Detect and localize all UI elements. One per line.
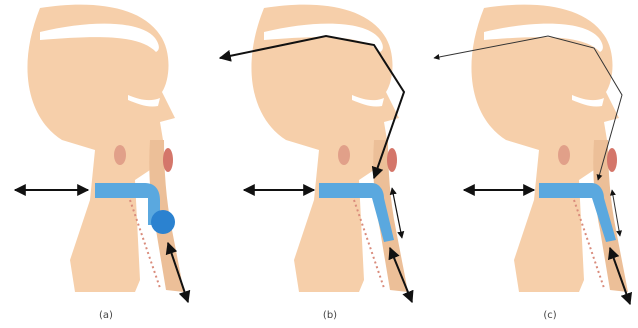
- tissue-spot: [114, 145, 126, 165]
- cuff-balloon-icon: [151, 210, 175, 234]
- panel-c: [434, 5, 630, 304]
- vessel-spot: [387, 148, 397, 172]
- vessel-spot: [163, 148, 173, 172]
- panel-label-b: (b): [310, 310, 350, 321]
- panel-label-c: (c): [530, 310, 570, 321]
- tissue-spot: [558, 145, 570, 165]
- tissue-spot: [338, 145, 350, 165]
- panel-b: [220, 5, 412, 302]
- vessel-spot: [607, 148, 617, 172]
- panel-a: [15, 5, 188, 302]
- panel-label-a: (a): [86, 310, 126, 321]
